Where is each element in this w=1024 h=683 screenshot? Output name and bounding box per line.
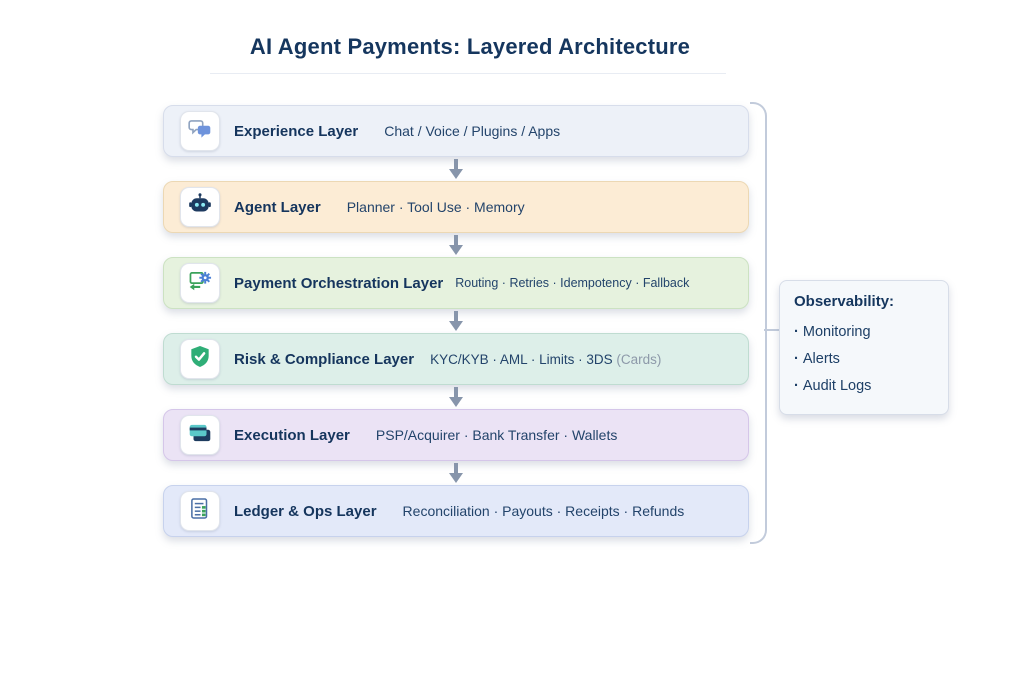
layer-title: Execution Layer — [234, 426, 350, 444]
layer-sublabel: Planner · Tool Use · Memory — [346, 199, 525, 215]
layer-payment-orchestration: Payment Orchestration Layer Routing · Re… — [163, 257, 749, 309]
layer-icon-box — [180, 111, 220, 151]
chat-bubbles-icon — [187, 116, 213, 147]
credit-card-icon — [187, 420, 213, 451]
down-arrow-icon — [163, 309, 749, 333]
title-divider — [210, 73, 726, 74]
observability-item: Alerts — [794, 346, 934, 373]
layer-title: Agent Layer — [234, 198, 321, 216]
observability-panel: Observability: Monitoring Alerts Audit L… — [779, 280, 949, 415]
layer-stack: Experience Layer Chat / Voice / Plugins … — [163, 105, 749, 537]
layer-sublabel: Chat / Voice / Plugins / Apps — [384, 123, 561, 139]
layer-agent: Agent Layer Planner · Tool Use · Memory — [163, 181, 749, 233]
layer-title: Payment Orchestration Layer — [234, 274, 444, 292]
down-arrow-icon — [163, 157, 749, 181]
sublabel-muted: (Cards) — [616, 351, 662, 367]
observability-list: Monitoring Alerts Audit Logs — [794, 319, 934, 400]
layer-icon-box — [180, 187, 220, 227]
layer-sublabel: Reconciliation · Payouts · Receipts · Re… — [402, 503, 685, 519]
down-arrow-icon — [163, 233, 749, 257]
ledger-icon — [187, 496, 213, 527]
layer-experience: Experience Layer Chat / Voice / Plugins … — [163, 105, 749, 157]
layer-title: Ledger & Ops Layer — [234, 502, 377, 520]
shield-check-icon — [187, 344, 213, 375]
layer-ledger-ops: Ledger & Ops Layer Reconciliation · Payo… — [163, 485, 749, 537]
down-arrow-icon — [163, 461, 749, 485]
observability-item: Monitoring — [794, 319, 934, 346]
layer-icon-box — [180, 415, 220, 455]
down-arrow-icon — [163, 385, 749, 409]
observability-connector — [764, 329, 780, 331]
gear-arrows-icon — [187, 268, 213, 299]
observability-bracket — [750, 102, 767, 544]
layer-execution: Execution Layer PSP/Acquirer · Bank Tran… — [163, 409, 749, 461]
layer-sublabel: PSP/Acquirer · Bank Transfer · Wallets — [375, 427, 618, 443]
layer-risk-compliance: Risk & Compliance Layer KYC/KYB · AML · … — [163, 333, 749, 385]
observability-item: Audit Logs — [794, 373, 934, 400]
observability-title: Observability: — [794, 293, 895, 310]
layer-icon-box — [180, 263, 220, 303]
layer-icon-box — [180, 491, 220, 531]
layer-title: Risk & Compliance Layer — [234, 350, 415, 368]
layer-sublabel: Routing · Retries · Idempotency · Fallba… — [455, 276, 690, 290]
layer-icon-box — [180, 339, 220, 379]
robot-icon — [187, 192, 213, 223]
layer-title: Experience Layer — [234, 122, 359, 140]
page-title: AI Agent Payments: Layered Architecture — [249, 34, 691, 59]
layer-sublabel: KYC/KYB · AML · Limits · 3DS (Cards) — [430, 351, 662, 367]
